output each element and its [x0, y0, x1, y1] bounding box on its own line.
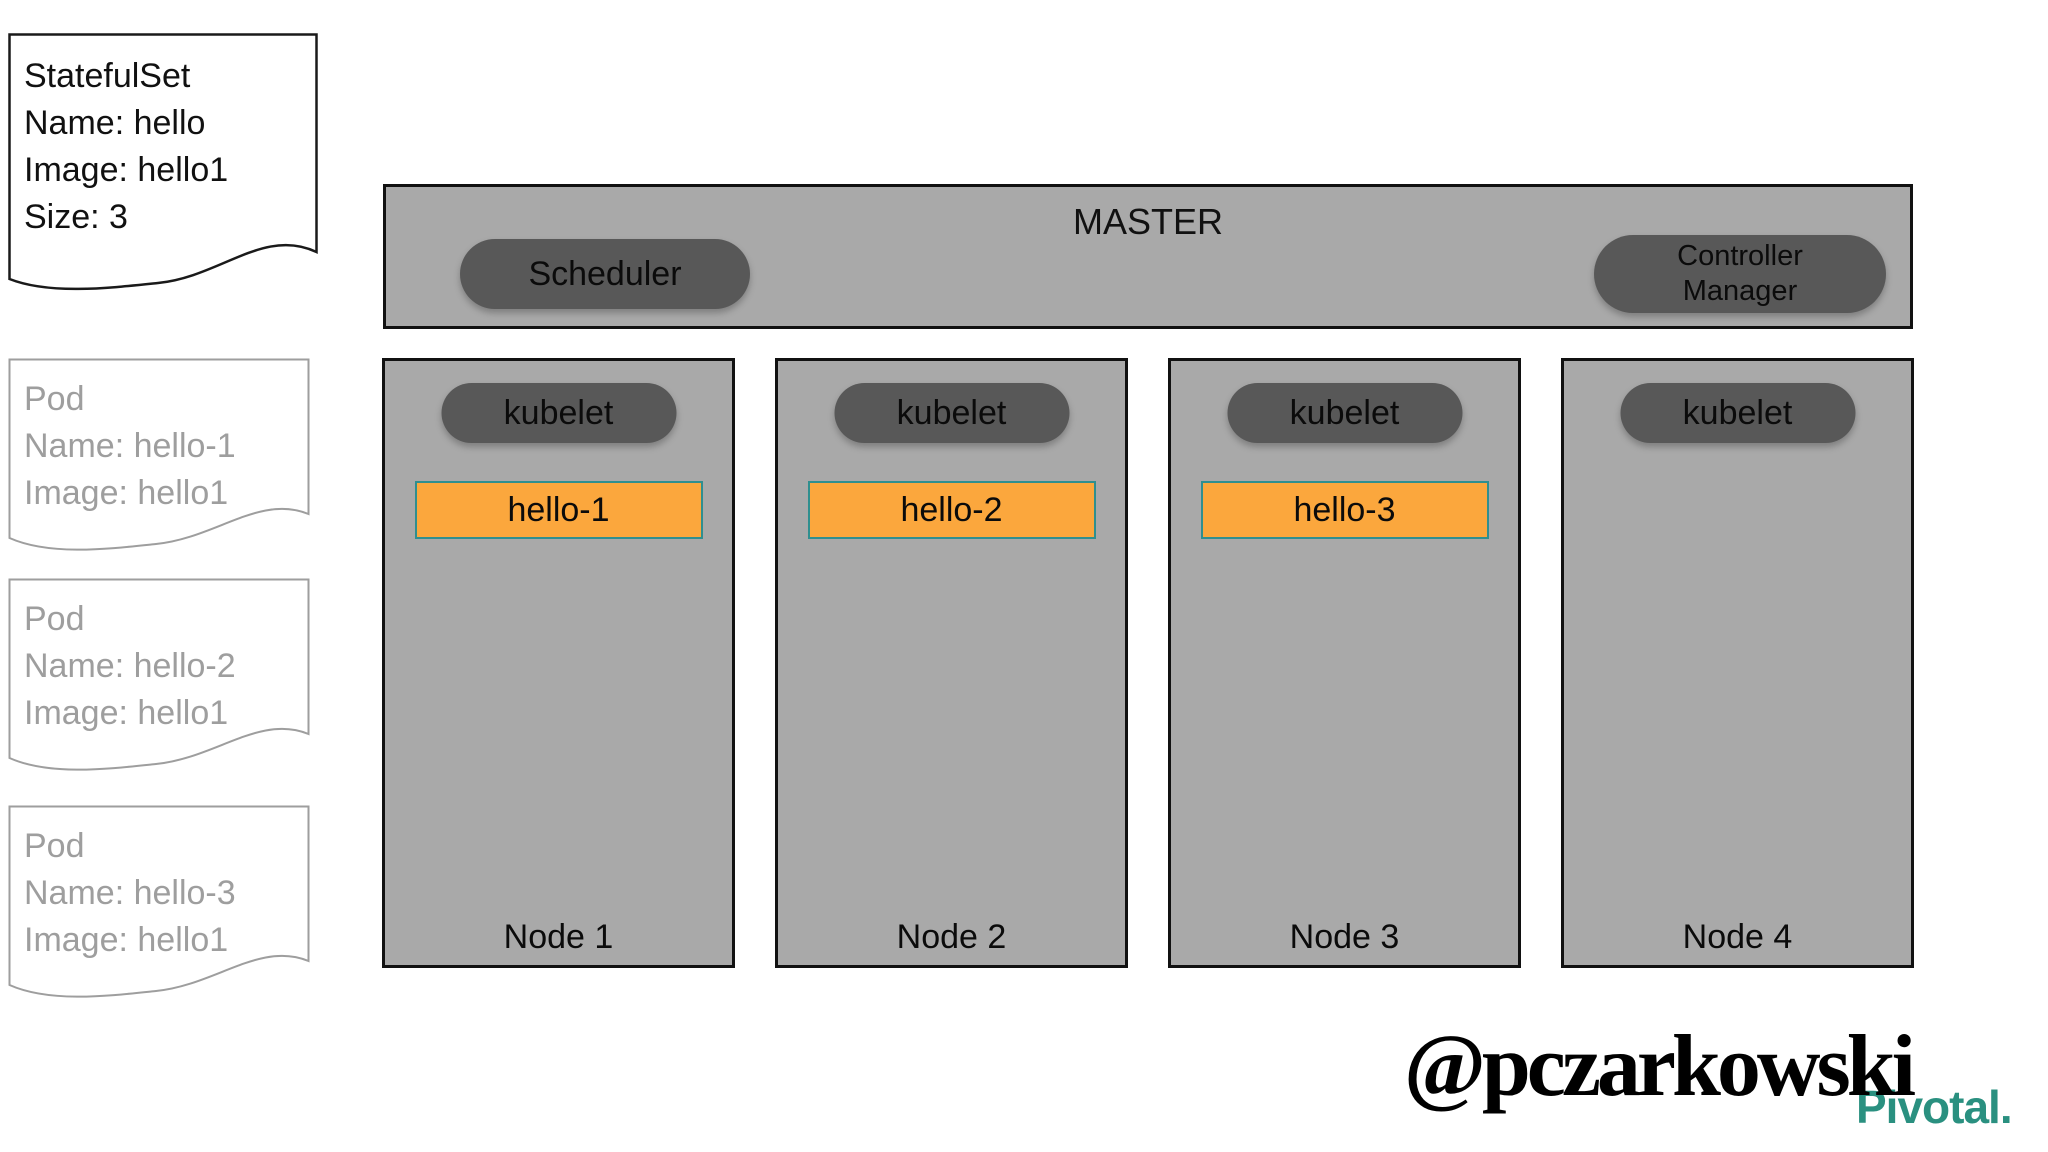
statefulset-note-line: Image: hello1 [24, 151, 229, 189]
pod-note-line: Pod [24, 380, 85, 418]
pod-note-line: Image: hello1 [24, 474, 229, 512]
document-shape-icon [8, 33, 318, 291]
controller-manager-pill: Controller Manager [1594, 235, 1886, 313]
statefulset-note-text: StatefulSet Name: hello Image: hello1 Si… [24, 53, 228, 241]
kubelet-pill: kubelet [834, 383, 1069, 443]
pod-note-line: Name: hello-2 [24, 647, 236, 685]
statefulset-note-line: Name: hello [24, 104, 206, 142]
statefulset-note-line: StatefulSet [24, 57, 191, 95]
node-label: Node 1 [503, 918, 614, 956]
pod-note-line: Image: hello1 [24, 694, 229, 732]
node-label: Node 2 [896, 918, 1007, 956]
statefulset-note: StatefulSet Name: hello Image: hello1 Si… [8, 33, 318, 303]
pod-note-hello-2: Pod Name: hello-2 Image: hello1 [8, 578, 310, 778]
pod-note-line: Pod [24, 600, 85, 638]
node-label: Node 3 [1289, 918, 1400, 956]
pod-note-text: Pod Name: hello-1 Image: hello1 [24, 376, 236, 517]
pod-box-hello-2: hello-2 [807, 481, 1096, 539]
statefulset-note-line: Size: 3 [24, 198, 128, 236]
node-box-2: kubelet hello-2 Node 2 [775, 358, 1128, 968]
pod-note-hello-3: Pod Name: hello-3 Image: hello1 [8, 805, 310, 1005]
node-box-4: kubelet Node 4 [1561, 358, 1914, 968]
kubelet-pill: kubelet [1227, 383, 1462, 443]
pivotal-logo: Pivotal. [1856, 1081, 2013, 1133]
document-shape-icon [8, 578, 310, 771]
kubelet-pill: kubelet [441, 383, 676, 443]
master-box: MASTER Scheduler Controller Manager [383, 184, 1913, 329]
pod-note-line: Name: hello-3 [24, 874, 236, 912]
pod-note-text: Pod Name: hello-2 Image: hello1 [24, 596, 236, 737]
node-box-3: kubelet hello-3 Node 3 [1168, 358, 1521, 968]
pod-note-line: Name: hello-1 [24, 427, 236, 465]
pod-box-hello-1: hello-1 [414, 481, 703, 539]
document-shape-icon [8, 358, 310, 551]
node-label: Node 4 [1682, 918, 1793, 956]
pod-note-line: Pod [24, 827, 85, 865]
node-box-1: kubelet hello-1 Node 1 [382, 358, 735, 968]
master-title: MASTER [1072, 201, 1223, 242]
scheduler-pill: Scheduler [460, 239, 750, 309]
pod-note-line: Image: hello1 [24, 921, 229, 959]
pod-note-text: Pod Name: hello-3 Image: hello1 [24, 823, 236, 964]
author-handle: @pczarkowski [1404, 1018, 1916, 1115]
document-shape-icon [8, 805, 310, 998]
pod-box-hello-3: hello-3 [1200, 481, 1489, 539]
pod-note-hello-1: Pod Name: hello-1 Image: hello1 [8, 358, 310, 558]
kubelet-pill: kubelet [1620, 383, 1855, 443]
